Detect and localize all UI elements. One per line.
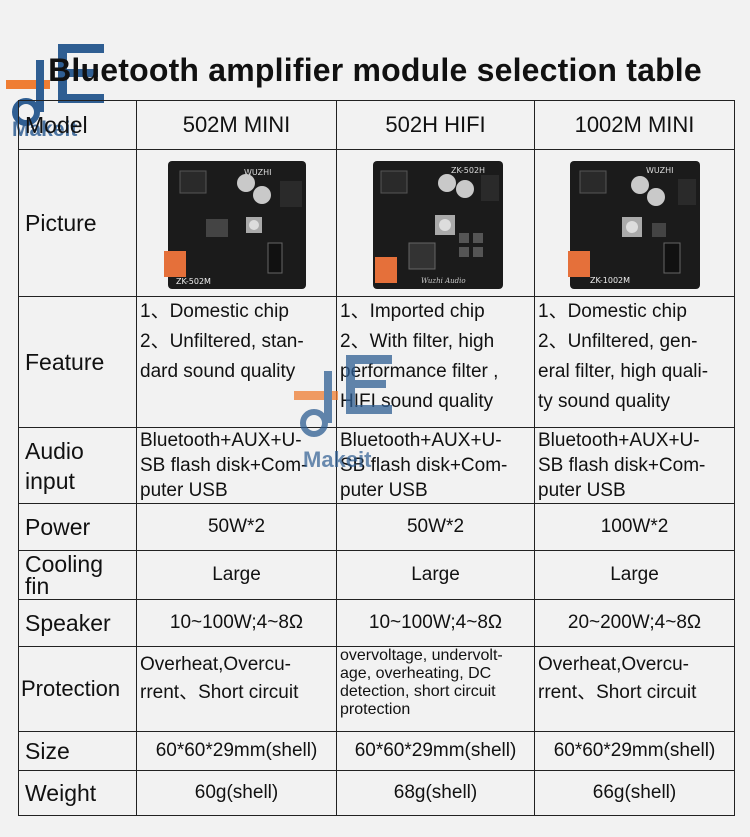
selection-table: Model 502M MINI 502H HIFI 1002M MINI Pic… [18, 100, 735, 816]
table-row-picture: Picture WUZHI ZK-502M ZK-502H [18, 149, 735, 297]
audio-line: puter USB [140, 480, 228, 501]
power-value: 100W*2 [534, 503, 735, 551]
audio-line: Bluetooth+AUX+U- [140, 430, 302, 451]
audio-input-cell: Bluetooth+AUX+U- SB flash disk+Com- pute… [534, 427, 735, 504]
power-value: 50W*2 [336, 503, 535, 551]
feature-line: eral filter, high quali- [538, 361, 709, 382]
svg-text:WUZHI: WUZHI [244, 168, 271, 177]
feature-line: 1、Imported chip [340, 301, 485, 322]
protection-line: rrent、Short circuit [140, 682, 299, 703]
row-label-size: Size [18, 731, 137, 771]
row-label-line: fin [25, 573, 50, 599]
speaker-value: 10~100W;4~8Ω [136, 599, 337, 647]
model-name: 502M MINI [136, 100, 337, 150]
product-picture: WUZHI ZK-502M [136, 149, 337, 297]
table-row-audio-input: Audio input Bluetooth+AUX+U- SB flash di… [18, 427, 735, 504]
protection-line: rrent、Short circuit [538, 682, 697, 703]
protection-cell: Overheat,Overcu- rrent、Short circuit [534, 646, 735, 732]
svg-text:ZK-502M: ZK-502M [176, 277, 211, 286]
table-row-power: Power 50W*2 50W*2 100W*2 [18, 503, 735, 551]
svg-text:ZK-1002M: ZK-1002M [590, 276, 630, 285]
audio-line: puter USB [340, 480, 428, 501]
power-value: 50W*2 [136, 503, 337, 551]
table-row-cooling-fin: Cooling fin Large Large Large [18, 550, 735, 600]
product-picture: WUZHI ZK-1002M [534, 149, 735, 297]
weight-value: 66g(shell) [534, 770, 735, 816]
amplifier-board-502h-image: ZK-502H Wuzhi Audio [372, 161, 503, 289]
weight-value: 60g(shell) [136, 770, 337, 816]
audio-line: SB flash disk+Com- [340, 455, 508, 476]
product-picture: ZK-502H Wuzhi Audio [336, 149, 535, 297]
speaker-value: 10~100W;4~8Ω [336, 599, 535, 647]
row-label-model: Model [18, 100, 137, 150]
table-row-feature: Feature 1、Domestic chip 2、Unfiltered, st… [18, 296, 735, 428]
makeit-watermark-icon [294, 355, 392, 437]
protection-line: age, overheating, DC [340, 665, 492, 682]
svg-text:Wuzhi Audio: Wuzhi Audio [421, 277, 466, 285]
row-label-weight: Weight [18, 770, 137, 816]
svg-text:WUZHI: WUZHI [646, 166, 673, 175]
protection-cell: overvoltage, undervolt- age, overheating… [336, 646, 535, 732]
cooling-value: Large [136, 550, 337, 600]
amplifier-board-502m-image: WUZHI ZK-502M [163, 161, 306, 289]
table-row-protection: Protection Overheat,Overcu- rrent、Short … [18, 646, 735, 732]
audio-input-cell: Bluetooth+AUX+U- SB flash disk+Com- pute… [136, 427, 337, 504]
protection-line: Overheat,Overcu- [140, 654, 291, 675]
row-label-power: Power [18, 503, 137, 551]
row-label-line: input [25, 467, 75, 494]
feature-line: dard sound quality [140, 361, 296, 382]
size-value: 60*60*29mm(shell) [336, 731, 535, 771]
svg-text:ZK-502H: ZK-502H [451, 166, 485, 175]
feature-line: 2、Unfiltered, gen- [538, 331, 698, 352]
feature-line: ty sound quality [538, 391, 671, 412]
row-label-feature: Feature [18, 296, 137, 428]
audio-line: SB flash disk+Com- [140, 455, 308, 476]
cooling-value: Large [534, 550, 735, 600]
audio-line: puter USB [538, 480, 626, 501]
protection-line: detection, short circuit [340, 683, 496, 700]
row-label-picture: Picture [18, 149, 137, 297]
feature-line: 2、With filter, high [340, 331, 495, 352]
protection-cell: Overheat,Overcu- rrent、Short circuit [136, 646, 337, 732]
protection-line: protection [340, 701, 411, 718]
speaker-value: 20~200W;4~8Ω [534, 599, 735, 647]
table-row-size: Size 60*60*29mm(shell) 60*60*29mm(shell)… [18, 731, 735, 771]
weight-value: 68g(shell) [336, 770, 535, 816]
row-label-speaker: Speaker [18, 599, 137, 647]
size-value: 60*60*29mm(shell) [534, 731, 735, 771]
row-label-cooling-fin: Cooling fin [18, 550, 137, 600]
page-title: Bluetooth amplifier module selection tab… [48, 52, 702, 88]
row-label-line: Cooling [25, 551, 103, 577]
feature-line: 2、Unfiltered, stan- [140, 331, 304, 352]
audio-line: Bluetooth+AUX+U- [538, 430, 700, 451]
row-label-protection: Protection [18, 646, 137, 732]
audio-line: Bluetooth+AUX+U- [340, 430, 502, 451]
cooling-value: Large [336, 550, 535, 600]
feature-line: 1、Domestic chip [538, 301, 687, 322]
feature-line: 1、Domestic chip [140, 301, 289, 322]
model-name: 502H HIFI [336, 100, 535, 150]
audio-line: SB flash disk+Com- [538, 455, 706, 476]
protection-line: overvoltage, undervolt- [340, 647, 503, 664]
brand-watermark-word: Makeit [303, 447, 372, 472]
table-row-weight: Weight 60g(shell) 68g(shell) 66g(shell) [18, 770, 735, 816]
table-row-model: Model 502M MINI 502H HIFI 1002M MINI [18, 100, 735, 150]
amplifier-board-1002m-image: WUZHI ZK-1002M [567, 161, 700, 289]
row-label-line: Audio [25, 437, 84, 464]
row-label-audio-input: Audio input [18, 427, 137, 504]
model-name: 1002M MINI [534, 100, 735, 150]
feature-line: performance filter , [340, 361, 499, 382]
audio-input-cell: Bluetooth+AUX+U- SB flash disk+Com- pute… [336, 427, 535, 504]
protection-line: Overheat,Overcu- [538, 654, 689, 675]
table-row-speaker: Speaker 10~100W;4~8Ω 10~100W;4~8Ω 20~200… [18, 599, 735, 647]
feature-cell: 1、Domestic chip 2、Unfiltered, gen- eral … [534, 296, 735, 428]
size-value: 60*60*29mm(shell) [136, 731, 337, 771]
